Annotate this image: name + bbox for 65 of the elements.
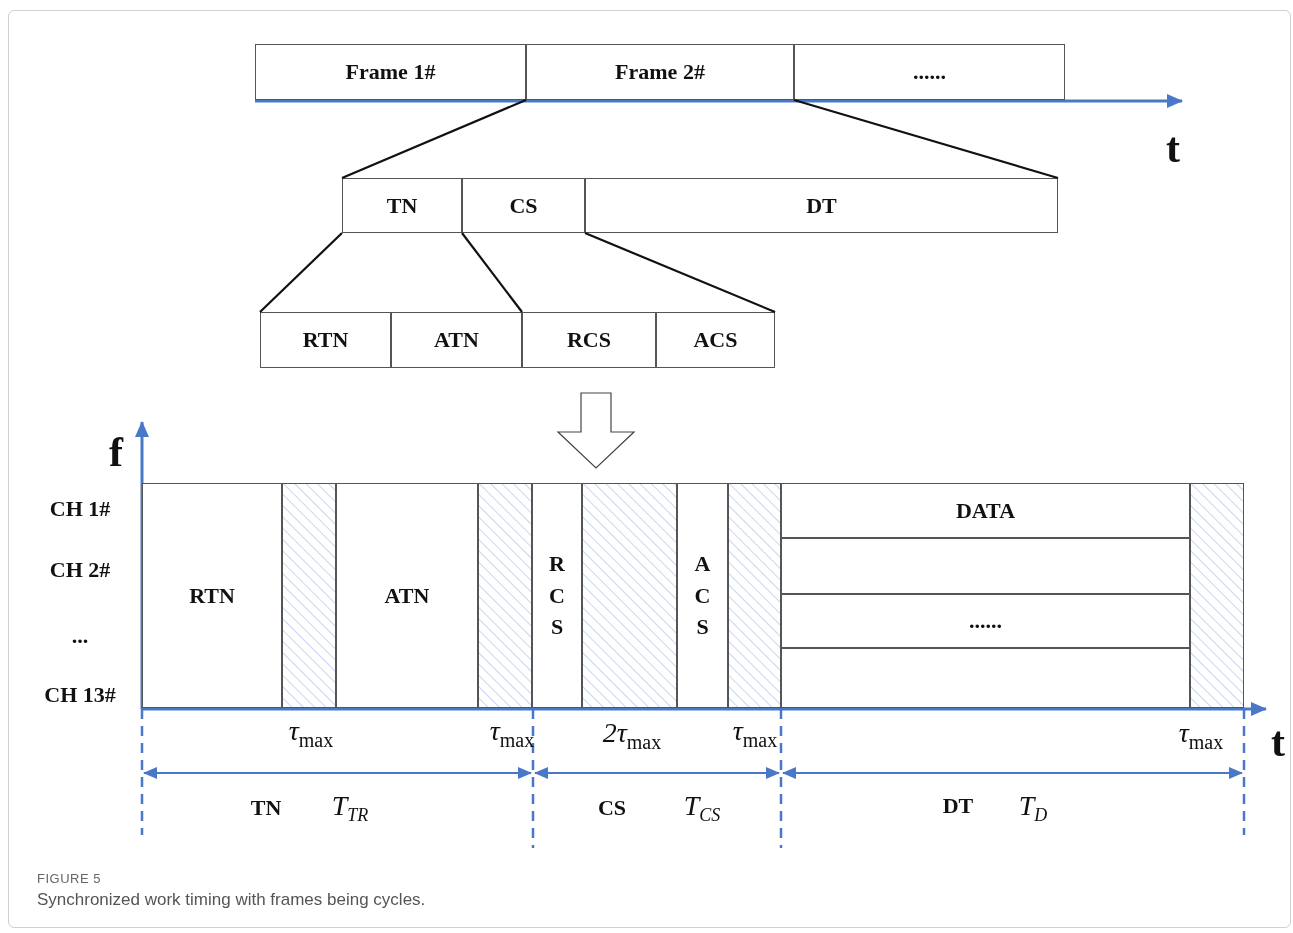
figure-caption: Synchronized work timing with frames being cycles. bbox=[37, 890, 426, 910]
period-label: CS bbox=[597, 795, 627, 821]
block-label: CS bbox=[509, 192, 538, 219]
segment-box bbox=[585, 178, 1058, 233]
slot-box bbox=[522, 312, 656, 368]
period-label: TN bbox=[250, 795, 282, 821]
slot-box bbox=[260, 312, 391, 368]
block-label: ATN bbox=[434, 327, 479, 353]
block-label: ...... bbox=[913, 59, 946, 85]
axis-label: t bbox=[1271, 718, 1285, 766]
duration-symbol: T$_{CS}$ bbox=[683, 789, 721, 827]
hatched-guard-block bbox=[1190, 483, 1244, 708]
hatched-guard-block bbox=[282, 483, 336, 708]
data-channel-block bbox=[781, 648, 1190, 708]
block-label: Frame 2# bbox=[615, 59, 705, 85]
time-slot-block bbox=[142, 483, 282, 708]
guard-time-label: 2τ$_{max}$ bbox=[602, 716, 662, 754]
block-label: RCS bbox=[567, 327, 611, 353]
time-slot-block bbox=[336, 483, 478, 708]
hollow-down-arrow bbox=[556, 392, 636, 469]
hatched-guard-block bbox=[478, 483, 532, 708]
expansion-line bbox=[259, 232, 343, 313]
frame-box bbox=[794, 44, 1065, 100]
block-label: DT bbox=[806, 192, 837, 219]
guard-time-label: τ$_{max}$ bbox=[489, 714, 535, 752]
axis-label: t bbox=[1166, 124, 1180, 172]
block-label: RTN bbox=[302, 327, 349, 353]
time-slot-block bbox=[532, 483, 582, 708]
duration-symbol: T$_{D}$ bbox=[1018, 789, 1048, 827]
guard-time-label: τ$_{max}$ bbox=[1178, 716, 1224, 754]
period-label: DT bbox=[942, 793, 974, 819]
expansion-line bbox=[461, 232, 523, 313]
frame-box bbox=[255, 44, 526, 100]
block-label: ATN bbox=[384, 582, 430, 609]
guard-time-label: τ$_{max}$ bbox=[732, 714, 778, 752]
block-label: ACS bbox=[693, 327, 738, 353]
channel-label: CH 13# bbox=[44, 682, 116, 708]
data-channel-block bbox=[781, 538, 1190, 594]
block-label: Frame 1# bbox=[345, 59, 436, 85]
time-slot-block bbox=[677, 483, 728, 708]
expansion-line bbox=[341, 99, 527, 179]
block-label: RTN bbox=[189, 582, 235, 609]
data-channel-block bbox=[781, 594, 1190, 648]
frame-box bbox=[526, 44, 794, 100]
axis-label: f bbox=[109, 428, 123, 476]
channel-label: ... bbox=[71, 623, 89, 649]
guard-time-label: τ$_{max}$ bbox=[288, 714, 334, 752]
slot-box bbox=[391, 312, 522, 368]
block-label: TN bbox=[386, 192, 418, 219]
segment-box bbox=[342, 178, 462, 233]
segment-box bbox=[462, 178, 585, 233]
hatched-guard-block bbox=[582, 483, 677, 708]
slot-box bbox=[656, 312, 775, 368]
block-label: RCS bbox=[548, 549, 566, 642]
duration-symbol: T$_{TR}$ bbox=[331, 789, 369, 827]
channel-label: CH 2# bbox=[49, 557, 111, 583]
block-label: ...... bbox=[969, 608, 1002, 634]
expansion-line bbox=[793, 98, 1059, 180]
hatched-guard-block bbox=[728, 483, 781, 708]
channel-label: CH 1# bbox=[49, 496, 111, 522]
expansion-line bbox=[584, 232, 776, 313]
block-label: DATA bbox=[955, 497, 1016, 524]
block-label: ACS bbox=[693, 549, 712, 642]
figure-number: FIGURE 5 bbox=[37, 871, 101, 886]
data-channel-block bbox=[781, 483, 1190, 538]
